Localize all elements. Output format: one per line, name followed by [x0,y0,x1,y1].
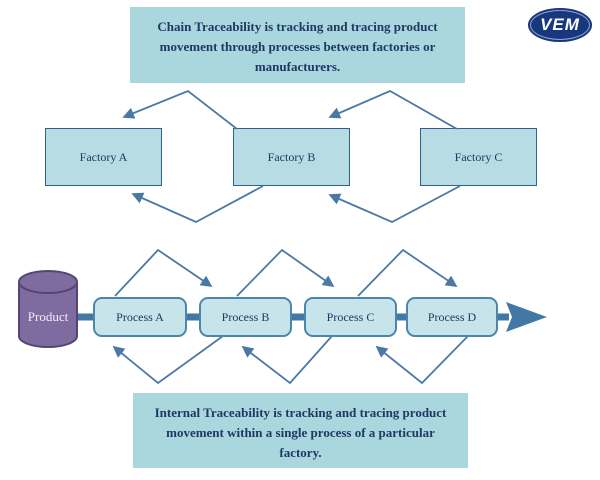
factory-c-label: Factory C [454,149,503,164]
chain-arrow-below-c-to-b [328,185,461,223]
process-d-label: Process D [427,309,477,324]
process-arrow-backward-b-to-a [112,335,224,385]
factory-a-label: Factory A [79,149,128,164]
product-label: Product [27,309,69,324]
factory-c-box: Factory C [420,128,537,186]
process-c-label: Process C [326,309,375,324]
process-a-box: Process A [93,297,187,337]
vem-logo: VEM [528,8,592,42]
chain-arrow-above-c-to-b [328,89,458,130]
process-arrow-backward-c-to-b [241,335,333,385]
internal-traceability-text: Internal Traceability is tracking and tr… [154,405,447,461]
process-d-box: Process D [406,297,498,337]
chain-traceability-text: Chain Traceability is tracking and traci… [157,19,438,75]
chain-traceability-description: Chain Traceability is tracking and traci… [130,7,465,83]
process-b-box: Process B [199,297,292,337]
vem-logo-text: VEM [540,15,580,34]
factory-b-label: Factory B [267,149,316,164]
process-arrow-forward-c-to-d [357,248,458,297]
factory-a-box: Factory A [45,128,162,186]
process-arrow-forward-b-to-c [236,248,335,297]
process-a-label: Process A [116,309,164,324]
internal-traceability-description: Internal Traceability is tracking and tr… [133,393,468,468]
chain-arrow-above-b-to-a [122,89,238,130]
process-arrow-backward-d-to-c [375,335,469,385]
process-b-label: Process B [221,309,270,324]
chain-arrow-below-b-to-a [131,185,264,224]
factory-b-box: Factory B [233,128,350,186]
process-arrow-forward-a-to-b [114,248,213,297]
process-c-box: Process C [304,297,397,337]
